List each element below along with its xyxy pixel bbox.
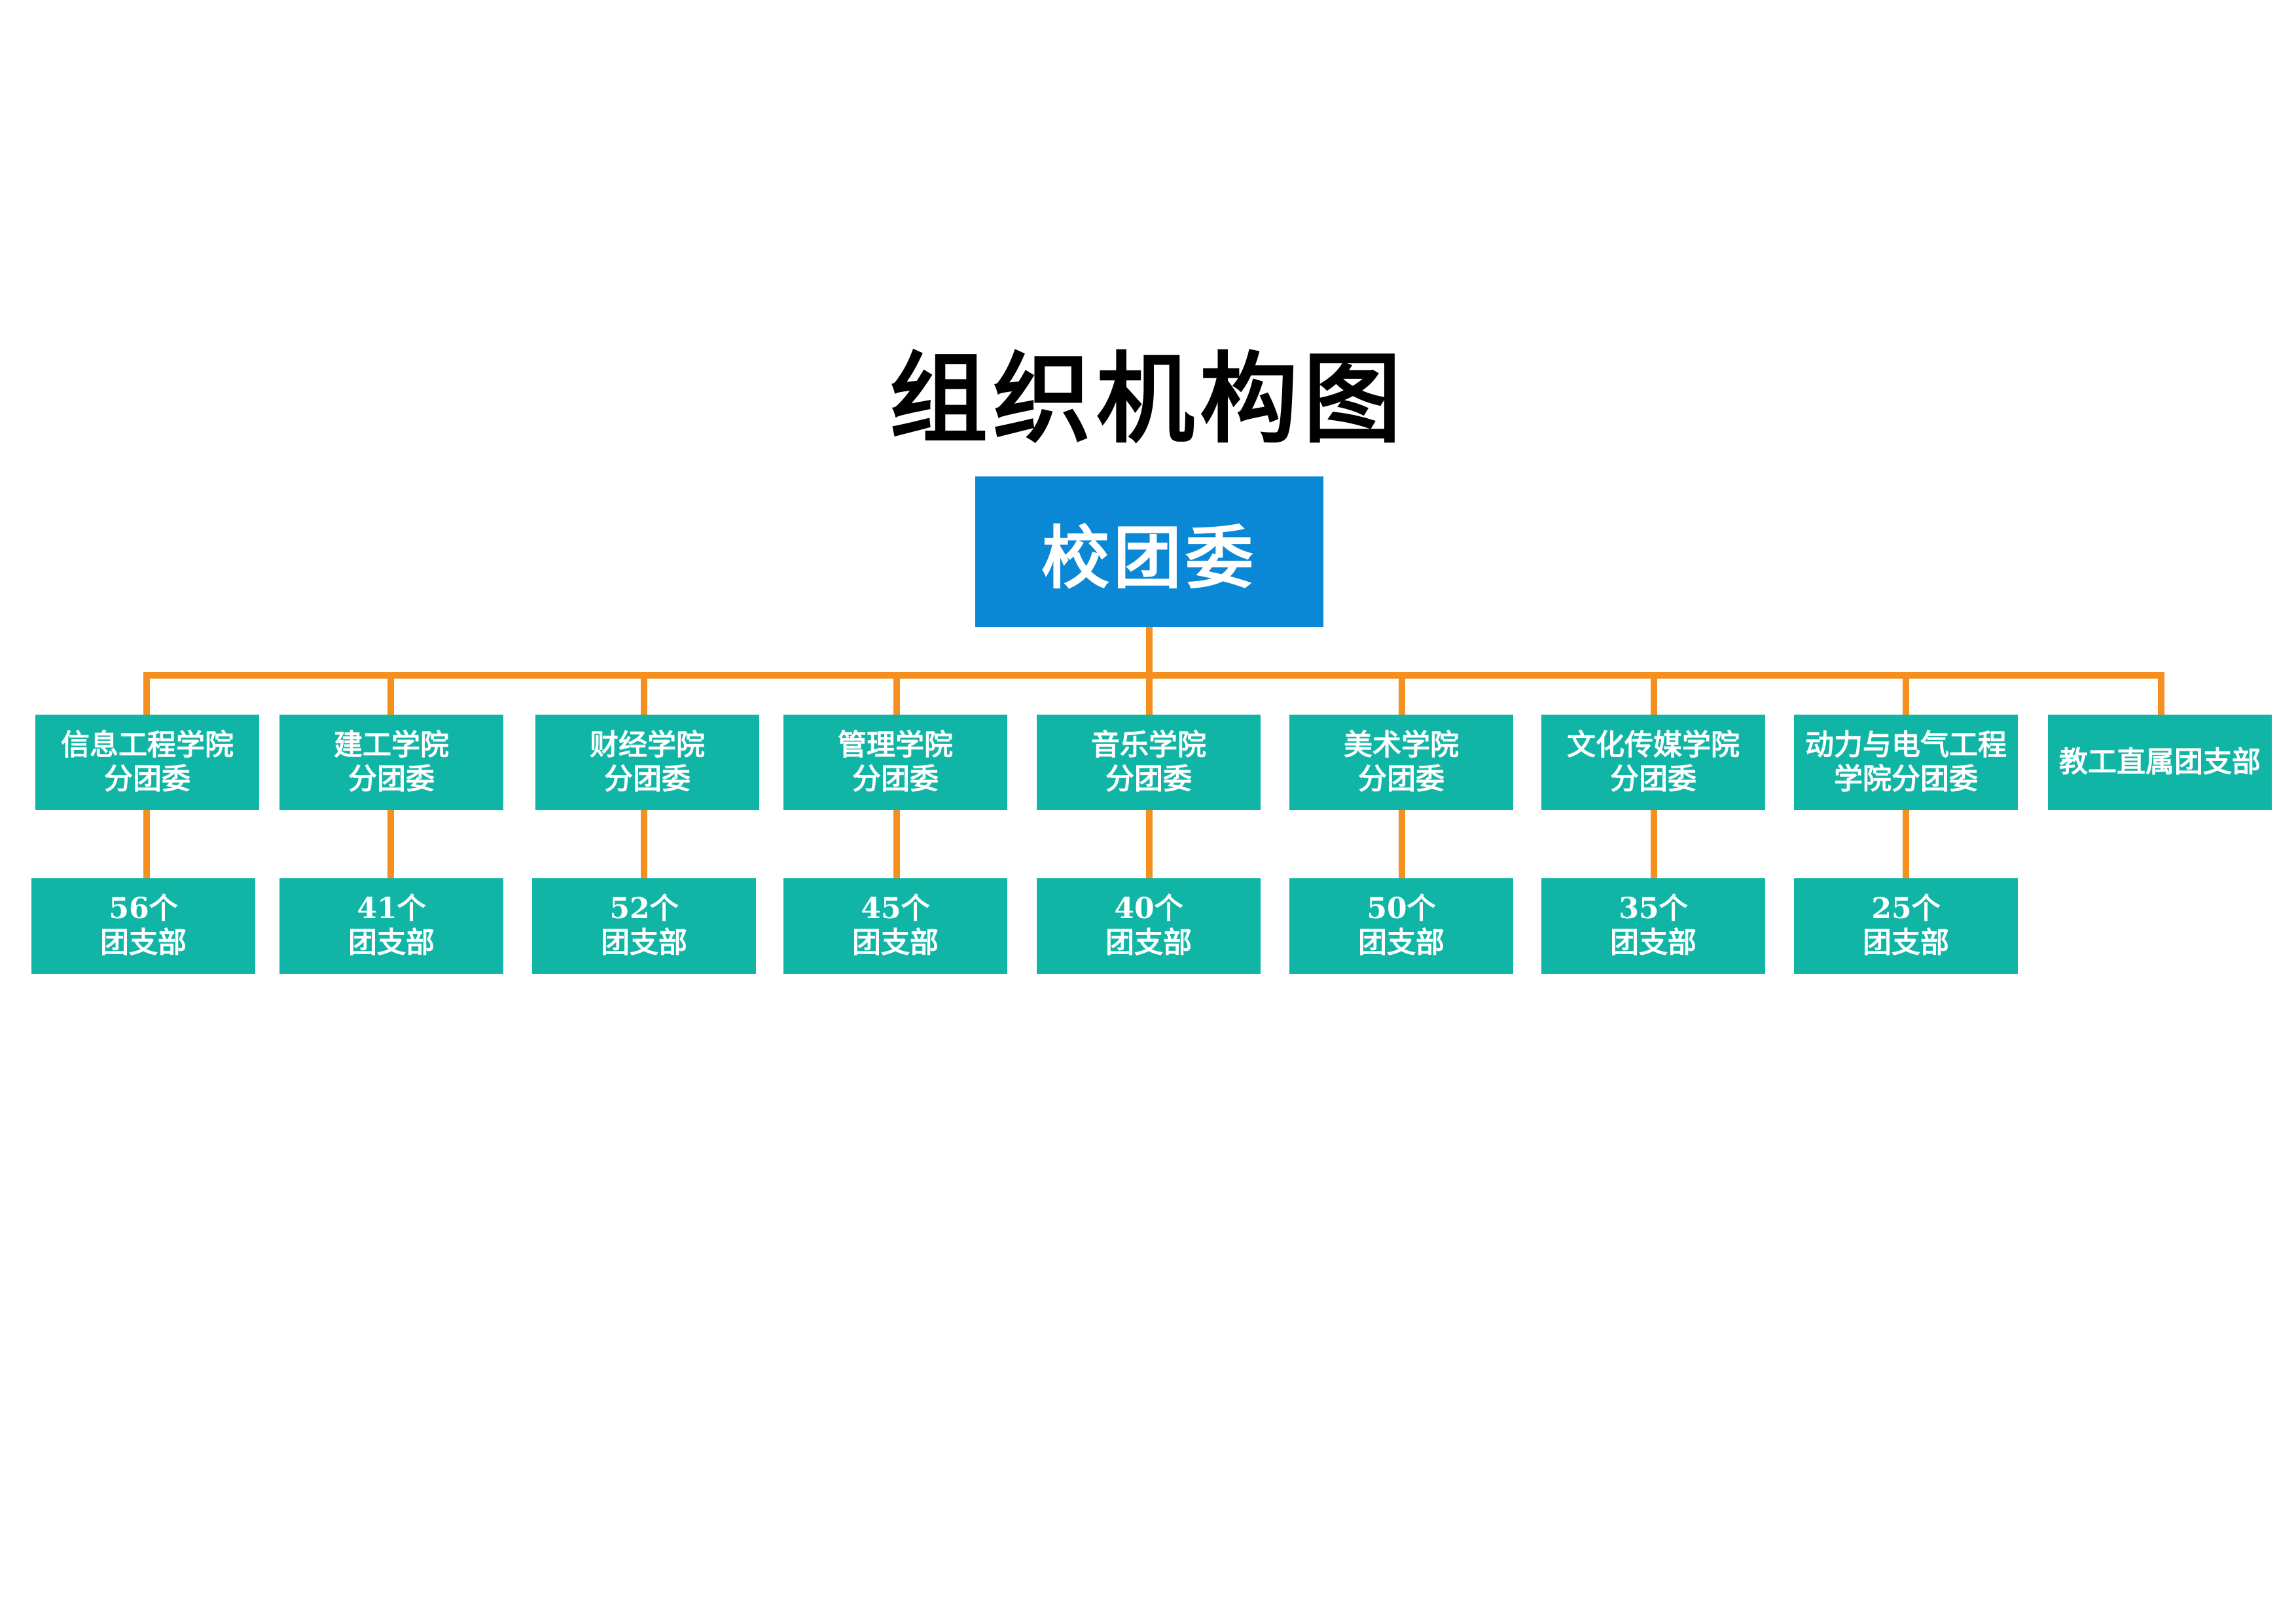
branch-count: 50个 [1367,892,1436,925]
unit-label-line2: 分团委 [604,762,691,796]
unit-label-line2: 分团委 [1358,762,1444,796]
branch-count: 40个 [1114,892,1183,925]
unit-label-line2: 分团委 [852,762,939,796]
branch-count: 35个 [1619,892,1688,925]
unit-node-fine-arts: 美术学院 分团委 [1289,715,1513,810]
branch-count: 25个 [1871,892,1941,925]
branch-count: 52个 [609,892,679,925]
unit-label-line1: 信息工程学院 [61,728,234,762]
unit-label-line1: 文化传媒学院 [1567,728,1740,762]
unit-node-faculty-branch: 教工直属团支部 [2048,715,2272,810]
unit-label-line2: 学院分团委 [1834,762,1978,796]
branch-count-node: 45个 团支部 [783,878,1007,974]
unit-label-line2: 分团委 [1105,762,1192,796]
branch-label: 团支部 [601,926,687,959]
branch-count-node: 41个 团支部 [279,878,503,974]
branch-count-node: 25个 团支部 [1794,878,2018,974]
unit-label-line1: 教工直属团支部 [2059,745,2261,779]
unit-label-line1: 音乐学院 [1091,728,1206,762]
branch-count-node: 50个 团支部 [1289,878,1513,974]
branch-count: 41个 [357,892,426,925]
branch-count-node: 40个 团支部 [1037,878,1261,974]
unit-label-line1: 财经学院 [590,728,705,762]
root-node: 校团委 [975,476,1323,627]
unit-label-line1: 美术学院 [1344,728,1459,762]
unit-label-line1: 动力与电气工程 [1805,728,2007,762]
unit-label-line1: 管理学院 [838,728,953,762]
branch-label: 团支部 [1105,926,1192,959]
branch-count-node: 35个 团支部 [1541,878,1765,974]
branch-label: 团支部 [100,926,187,959]
unit-node-power-electrical: 动力与电气工程 学院分团委 [1794,715,2018,810]
branch-label: 团支部 [1863,926,1949,959]
unit-node-construction: 建工学院 分团委 [279,715,503,810]
unit-node-music: 音乐学院 分团委 [1037,715,1261,810]
unit-label-line2: 分团委 [104,762,190,796]
branch-label: 团支部 [348,926,435,959]
branch-count: 56个 [109,892,178,925]
branch-label: 团支部 [1610,926,1696,959]
branch-label: 团支部 [852,926,939,959]
branch-count: 45个 [861,892,930,925]
branch-count-node: 56个 团支部 [31,878,255,974]
branch-count-node: 52个 团支部 [532,878,756,974]
unit-label-line2: 分团委 [1610,762,1696,796]
unit-node-finance: 财经学院 分团委 [535,715,759,810]
unit-node-media: 文化传媒学院 分团委 [1541,715,1765,810]
branch-label: 团支部 [1358,926,1444,959]
unit-label-line1: 建工学院 [334,728,449,762]
unit-node-management: 管理学院 分团委 [783,715,1007,810]
unit-label-line2: 分团委 [348,762,435,796]
unit-node-info-engineering: 信息工程学院 分团委 [35,715,259,810]
page-title: 组织机构图 [889,342,1407,457]
